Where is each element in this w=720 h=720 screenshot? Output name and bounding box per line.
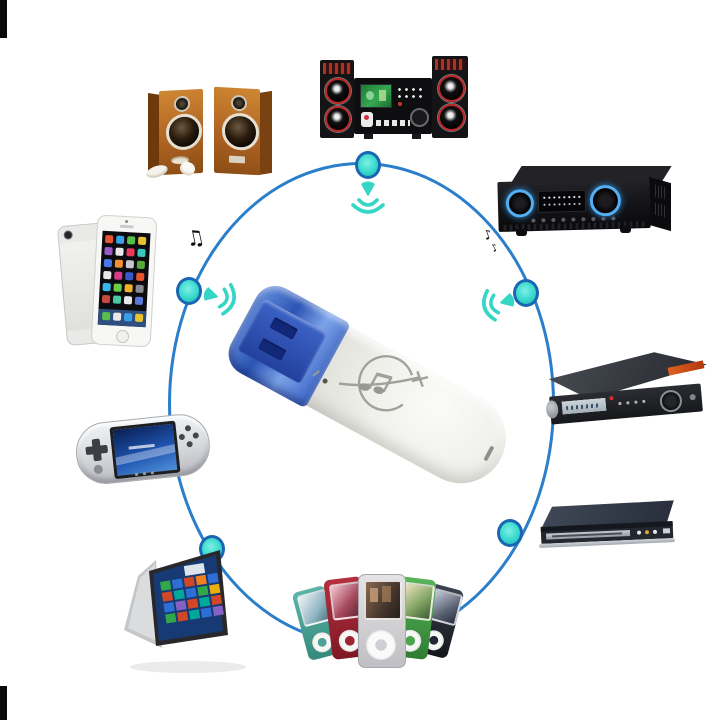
tower-driver [325, 106, 351, 132]
usb-plug [236, 298, 328, 384]
tower-driver [438, 104, 465, 131]
amp-foot [516, 229, 527, 236]
tower-top-grille [435, 59, 465, 70]
front-buttons [615, 399, 649, 406]
stereo-system [320, 54, 468, 142]
status-led [609, 396, 614, 401]
display-glyph [379, 90, 386, 101]
satellite-receiver [542, 350, 712, 438]
volume-knob [410, 108, 429, 127]
mascot-dot [364, 115, 369, 120]
front-buttons [376, 120, 410, 126]
display-text [565, 403, 601, 411]
windows-tiles [160, 562, 224, 624]
woofer [222, 112, 259, 152]
usb-slot [269, 316, 298, 340]
signal-icon-right [482, 289, 515, 322]
tweeter [174, 95, 190, 113]
usb-bluetooth-receiver [220, 278, 523, 502]
tray-slot [552, 532, 623, 538]
usb-slot [257, 338, 287, 361]
mp3-player-silver [358, 574, 406, 668]
mp3-screen [364, 580, 402, 620]
amp-display [537, 189, 587, 213]
psp-screen [109, 420, 181, 480]
stereo-tower-left [320, 60, 354, 138]
click-wheel [366, 630, 396, 660]
home-button [115, 329, 130, 344]
dpad-h [85, 444, 109, 456]
circle-node-bottom-right [497, 519, 523, 547]
display-glyph [366, 91, 374, 100]
music-note-icon: ♫ [183, 224, 208, 252]
stereo-tower-right [432, 56, 468, 138]
swoosh-music-logo [338, 355, 429, 412]
stereo-center-unit [354, 78, 432, 134]
amp-side [649, 176, 671, 232]
psp-handheld [69, 395, 218, 505]
laptop-shadow [130, 661, 246, 673]
tower-driver [438, 75, 465, 102]
unit-foot [364, 134, 373, 139]
iphone [56, 210, 166, 352]
dvd-logo-chip [662, 528, 671, 534]
amp-knob-left [505, 189, 535, 218]
amp-foot [620, 226, 631, 233]
earpiece [119, 224, 134, 229]
circle-node-left [176, 277, 202, 305]
app-icons [97, 235, 147, 328]
stereo-display [360, 84, 392, 108]
power-led [398, 102, 402, 106]
unit-foot [412, 134, 421, 139]
vent [653, 183, 665, 200]
iphone-front [90, 214, 158, 348]
vent [653, 201, 665, 218]
front-small-button [689, 393, 696, 401]
front-camera [125, 219, 129, 224]
disc-tray [545, 529, 631, 540]
circle-node-top [355, 151, 381, 179]
amp-front [497, 178, 651, 232]
convertible-laptop [124, 550, 246, 673]
front-left-cap [545, 399, 559, 419]
mp3-players [291, 570, 466, 674]
iphone-screen [97, 230, 151, 328]
circle-node-right [513, 279, 539, 307]
edge-artifact-bottom [0, 686, 7, 720]
edge-artifact-top [0, 0, 7, 38]
woofer [166, 112, 202, 151]
tower-driver [325, 78, 351, 104]
dvd-player [538, 498, 678, 560]
front-knob [658, 389, 683, 413]
speaker-right-front [214, 86, 260, 176]
psp-dpad [85, 438, 109, 462]
amp-knob-right [589, 184, 622, 217]
signal-icon-left [203, 283, 236, 316]
av-amplifier [497, 166, 676, 254]
album-art [382, 586, 391, 602]
tower-top-grille [323, 63, 351, 74]
dvd-button [652, 529, 658, 534]
mascot-figure [361, 112, 373, 127]
dvd-button [644, 530, 650, 535]
badge [229, 155, 245, 164]
album-art [370, 588, 378, 602]
tweeter [231, 94, 247, 112]
front-display [561, 397, 607, 415]
wooden-speakers [144, 86, 278, 184]
led-row [541, 201, 583, 207]
led-row [541, 194, 582, 200]
signal-icon-top [351, 181, 385, 214]
button-grid [396, 86, 426, 100]
speaker-right-side [258, 90, 272, 176]
dvd-button [636, 530, 642, 535]
